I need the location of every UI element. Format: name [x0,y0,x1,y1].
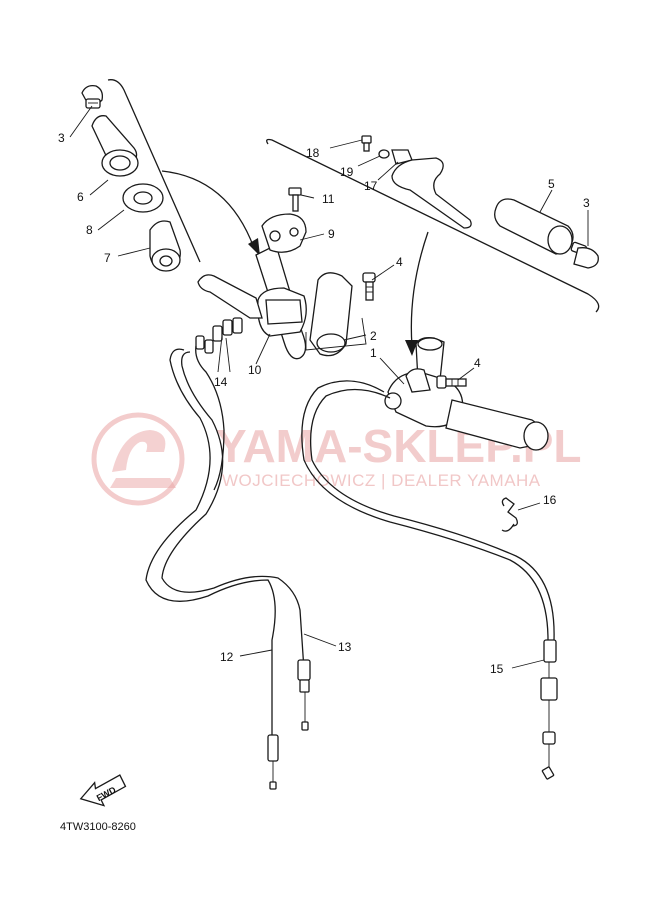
throttle-cable-15-end [540,639,558,780]
washer-19 [378,149,390,159]
grip-left [91,115,139,177]
callout-2: 2 [370,329,377,343]
callout-6: 6 [77,190,84,204]
watermark-tagline: WOJCIECHOWICZ | DEALER YAMAHA [222,471,541,490]
callout-14: 14 [214,375,228,389]
cable-clips-14 [195,317,243,354]
callout-12: 12 [220,650,234,664]
cable-12-end [267,734,279,790]
clutch-perch-assembly [197,187,376,360]
callout-19: 19 [340,165,354,179]
screw-left-4 [362,272,376,301]
cable-13-end [297,659,311,731]
callout-4-right: 4 [474,356,481,370]
screw-18 [361,135,372,152]
cable-12-13-routing [145,345,305,740]
callout-4-left: 4 [396,255,403,269]
arrow-left-assembly [161,170,260,256]
callout-18: 18 [306,146,320,160]
right-group-bracket [266,138,600,313]
grip-right [494,198,574,255]
callout-7: 7 [104,251,111,265]
callout-9: 9 [328,227,335,241]
collar-left [149,220,181,272]
screw-right-4 [436,375,467,389]
callout-15: 15 [490,662,504,676]
callout-11: 11 [322,192,335,206]
callout-17: 17 [364,179,378,193]
callout-10: 10 [248,363,262,377]
brake-lever [391,157,472,229]
fwd-arrow-icon: FWD [79,774,127,807]
left-group-bracket [107,79,201,263]
arrow-right-assembly [405,231,429,356]
diagram-code: 4TW3100-8260 [60,821,136,833]
callout-16: 16 [543,493,557,507]
bar-end-right [570,241,599,269]
callout-8: 8 [86,223,93,237]
callout-13: 13 [338,640,352,654]
callout-3-left: 3 [58,131,65,145]
callout-3-right: 3 [583,196,590,210]
cable-clip-16 [501,497,518,532]
callout-1: 1 [370,346,377,360]
leader-lines [69,105,589,669]
washer-left [122,183,164,213]
callout-labels: 3 6 8 7 11 9 10 4 2 14 18 19 17 5 3 1 4 … [58,131,590,676]
watermark-logo [91,412,185,506]
throttle-cable-15 [301,380,555,641]
callout-5: 5 [548,177,555,191]
bar-end-left [81,85,104,109]
